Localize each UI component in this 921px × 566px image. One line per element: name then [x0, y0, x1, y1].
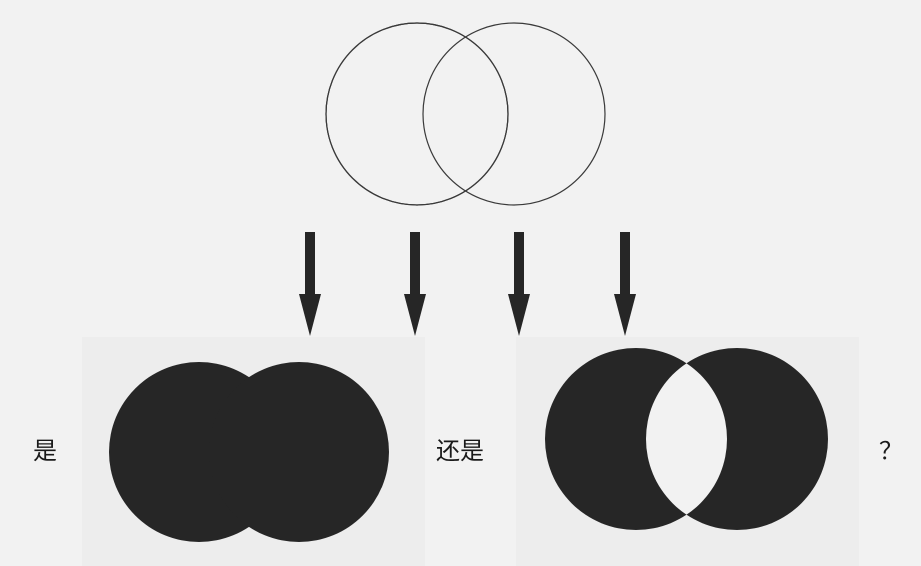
arrow-4 — [614, 232, 636, 336]
top-right-circle — [422, 22, 606, 206]
arrow-3 — [508, 232, 530, 336]
union-right-circle — [209, 362, 389, 542]
union-venn — [109, 362, 389, 542]
xor-intersection — [646, 348, 727, 530]
top-venn-outline — [325, 22, 606, 206]
arrow-1 — [299, 232, 321, 336]
label-or-is: 还是 — [436, 437, 484, 465]
label-is: 是 — [33, 437, 57, 465]
arrow-2 — [404, 232, 426, 336]
symmetric-difference-venn — [545, 348, 828, 530]
top-left-circle — [325, 22, 509, 206]
label-question-mark: ？ — [879, 437, 903, 465]
